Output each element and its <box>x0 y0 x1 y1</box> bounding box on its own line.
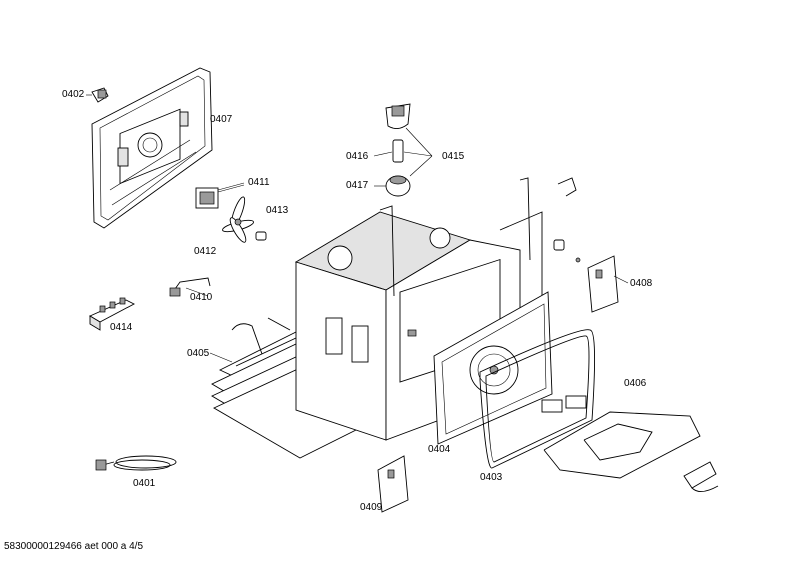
label-0416: 0416 <box>346 151 369 162</box>
part-small-bracket <box>683 461 719 492</box>
label-0401: 0401 <box>133 478 156 489</box>
label-0405: 0405 <box>187 348 210 359</box>
part-0414-terminal-block <box>89 297 135 331</box>
label-0402: 0402 <box>62 89 85 100</box>
part-0413-nut <box>255 231 267 241</box>
label-0410: 0410 <box>190 292 213 303</box>
part-0415-knob-assembly <box>385 103 411 197</box>
label-0414: 0414 <box>110 322 133 333</box>
leader-lines <box>185 127 629 363</box>
label-0409: 0409 <box>360 502 383 513</box>
label-0407: 0407 <box>210 114 233 125</box>
label-0406: 0406 <box>624 378 647 389</box>
label-0408: 0408 <box>630 278 653 289</box>
part-0402 <box>86 87 109 103</box>
label-0413: 0413 <box>266 205 289 216</box>
part-0401-power-cable <box>95 455 177 471</box>
label-0411: 0411 <box>248 177 270 188</box>
part-0411-fan-motor <box>195 184 245 209</box>
part-0407-back-panel <box>91 67 213 229</box>
part-0408-bracket <box>587 255 619 313</box>
label-0404: 0404 <box>428 444 451 455</box>
part-0403-gasket <box>479 329 596 469</box>
label-0412: 0412 <box>194 246 217 257</box>
label-0417: 0417 <box>346 180 369 191</box>
label-0403: 0403 <box>480 472 503 483</box>
part-0409-bracket <box>377 455 409 513</box>
part-0406-grill-element <box>541 395 701 479</box>
part-0410-bracket <box>169 277 211 297</box>
part-0412-fan-blade <box>222 196 254 243</box>
part-clip-and-screws <box>553 177 581 263</box>
label-0415: 0415 <box>442 151 465 162</box>
part-0404-front-frame <box>407 291 553 445</box>
document-id-footer: 58300000129466 aet 000 a 4/5 <box>4 541 144 552</box>
